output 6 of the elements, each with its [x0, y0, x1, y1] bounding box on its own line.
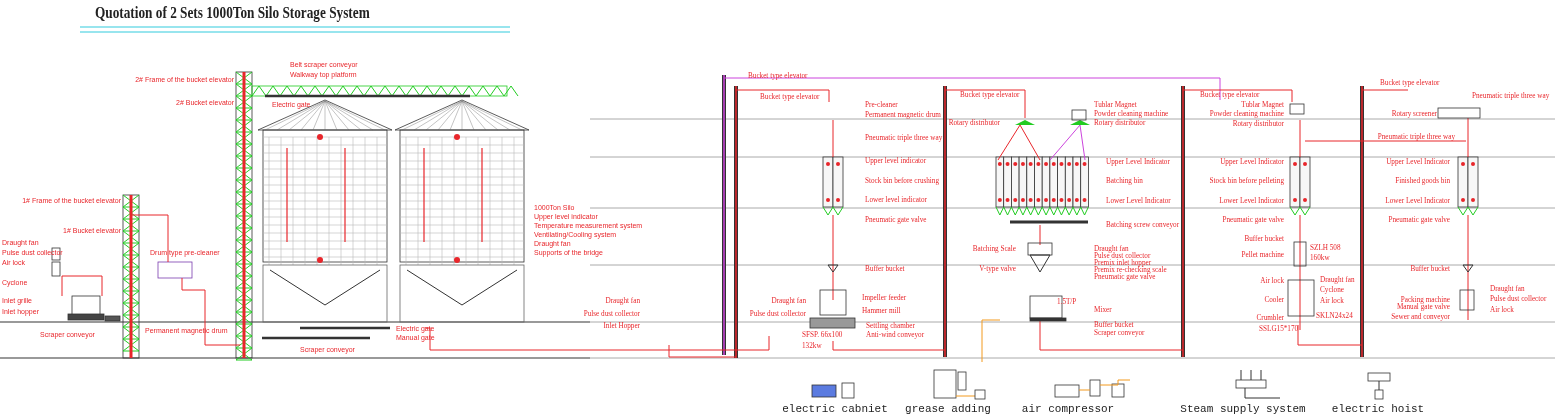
utility-caption: electric cabniet	[782, 403, 888, 415]
utility-caption: electric hoist	[1331, 403, 1425, 415]
title: Quotation of 2 Sets 1000Ton Silo Storage System	[95, 3, 370, 23]
utility-caption: Steam supply system	[1180, 403, 1306, 415]
utility-caption: grease adding	[905, 403, 991, 415]
utility-caption: air compressor	[1021, 403, 1115, 415]
